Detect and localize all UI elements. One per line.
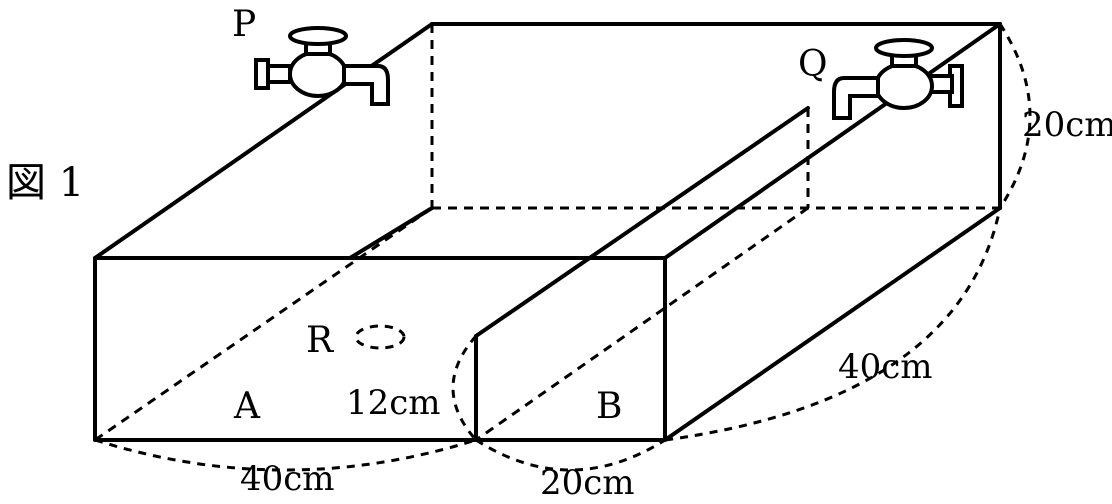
- interior-water-line: [348, 206, 434, 260]
- top-left-edge: [93, 22, 434, 260]
- dim-arc-depth: [664, 207, 1002, 442]
- partition-top-edge: [474, 106, 810, 338]
- front-face: [93, 256, 667, 442]
- tap-p-handle: [288, 26, 348, 46]
- tap-q-label: Q: [798, 44, 828, 85]
- tap-q-handle: [874, 38, 934, 58]
- depth-dim-label: 40cm: [838, 347, 933, 387]
- faucet-icon-p: [254, 26, 390, 106]
- hidden-partition-bottom-edge: [475, 206, 809, 442]
- hidden-left-bottom-edge: [94, 206, 433, 442]
- tap-p-body: [288, 50, 348, 98]
- tap-q-spout: [832, 76, 880, 120]
- partition-height-label: 12cm: [346, 383, 441, 423]
- tap-p-pipe: [266, 64, 292, 84]
- drain-hole-icon: [354, 324, 406, 350]
- labels: 図 1 P Q R A B 12cm 20cm 40cm 40cm 20cm: [6, 4, 1112, 503]
- hole-r-label: R: [306, 320, 334, 361]
- bottom-a-dim-label: 40cm: [240, 459, 335, 499]
- compartment-b-label: B: [596, 386, 622, 427]
- tap-p-label: P: [232, 4, 256, 45]
- dimension-arcs: [94, 23, 1032, 472]
- tap-q-body: [874, 62, 934, 110]
- compartment-a-label: A: [233, 386, 261, 427]
- faucet-icon-q: [832, 38, 964, 120]
- height-dim-label: 20cm: [1022, 105, 1112, 145]
- bottom-right-edge: [663, 206, 1002, 442]
- dim-arc-bottom-a: [94, 438, 477, 472]
- tap-p-spout: [342, 64, 390, 106]
- dim-arc-partition: [451, 335, 478, 441]
- bottom-b-dim-label: 20cm: [540, 463, 635, 503]
- top-right-edge: [663, 22, 1002, 260]
- dim-arc-height: [998, 23, 1032, 209]
- visible-edges: [93, 22, 1002, 442]
- figure-label: 図 1: [6, 160, 84, 206]
